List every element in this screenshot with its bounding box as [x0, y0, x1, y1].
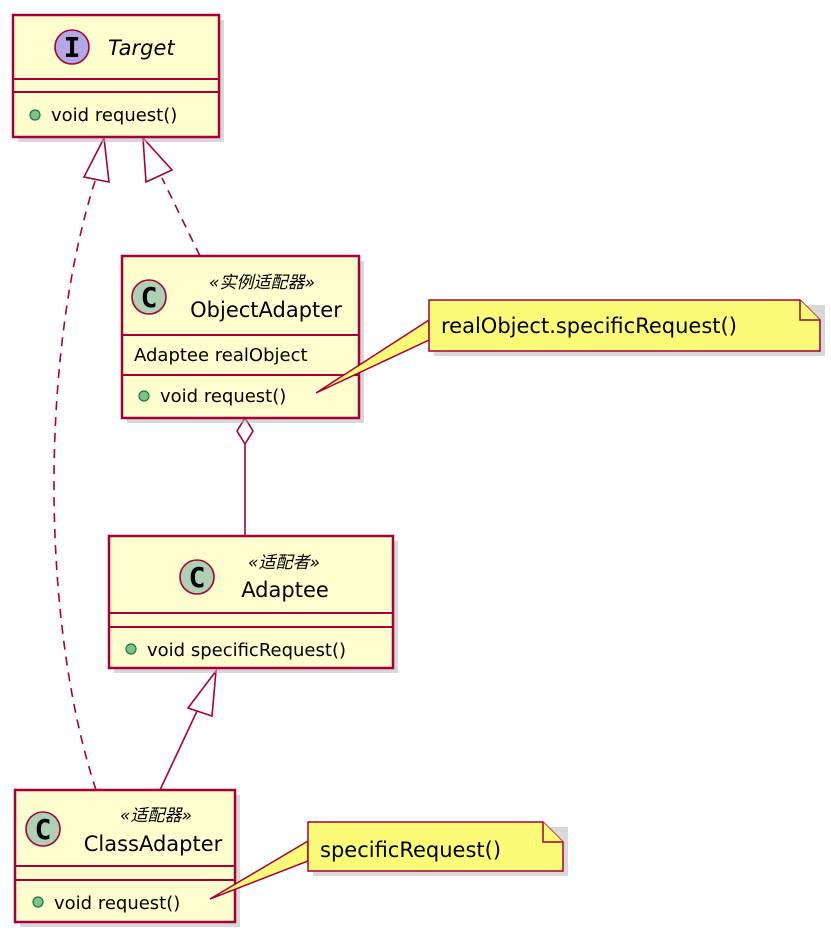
- class-badge-letter: C: [189, 561, 206, 594]
- class-badge-icon: [131, 279, 167, 315]
- generalization-edge-classadapter-adaptee: [159, 708, 199, 791]
- stereotype-label: «适配者»: [248, 553, 320, 573]
- note-objectadapter[interactable]: realObject.specificRequest(): [315, 299, 825, 394]
- generalization-arrowhead: [186, 668, 218, 718]
- class-classadapter[interactable]: C «适配器» ClassAdapter void request(): [13, 788, 240, 927]
- class-badge-letter: C: [141, 281, 158, 314]
- class-badge-icon: [25, 811, 61, 847]
- realization-edge-objectadapter-target: [161, 177, 201, 257]
- aggregation-diamond: [236, 416, 254, 446]
- field-label: Adaptee realObject: [134, 345, 308, 366]
- class-objectadapter[interactable]: C «实例适配器» ObjectAdapter Adaptee realObje…: [120, 254, 364, 423]
- public-method-icon: [138, 390, 150, 402]
- note-text: specificRequest(): [320, 838, 501, 862]
- interface-badge-icon: [54, 29, 90, 65]
- realization-edge-classadapter-target: [53, 177, 97, 791]
- class-target[interactable]: I Target void request(): [11, 13, 224, 142]
- note-text: realObject.specificRequest(): [441, 314, 737, 338]
- stereotype-label: «实例适配器»: [209, 273, 315, 293]
- realization-arrowhead-objectadapter: [142, 135, 174, 184]
- class-name: Adaptee: [241, 578, 329, 602]
- note-classadapter[interactable]: specificRequest(): [209, 821, 568, 900]
- method-label: void request(): [160, 386, 286, 407]
- public-method-icon: [125, 643, 137, 655]
- class-name: ObjectAdapter: [190, 298, 342, 322]
- method-label: void request(): [51, 105, 177, 126]
- method-label: void specificRequest(): [147, 640, 346, 661]
- realization-arrowhead-classadapter: [82, 135, 110, 183]
- class-adaptee[interactable]: C «适配者» Adaptee void specificRequest(): [107, 534, 398, 673]
- public-method-icon: [32, 896, 44, 908]
- stereotype-label: «适配器»: [120, 806, 192, 826]
- class-badge-letter: C: [35, 813, 52, 846]
- class-badge-icon: [179, 559, 215, 595]
- interface-badge-letter: I: [64, 31, 81, 64]
- class-name: Target: [108, 36, 175, 60]
- public-method-icon: [29, 109, 41, 121]
- method-label: void request(): [54, 893, 180, 914]
- class-name: ClassAdapter: [84, 832, 223, 856]
